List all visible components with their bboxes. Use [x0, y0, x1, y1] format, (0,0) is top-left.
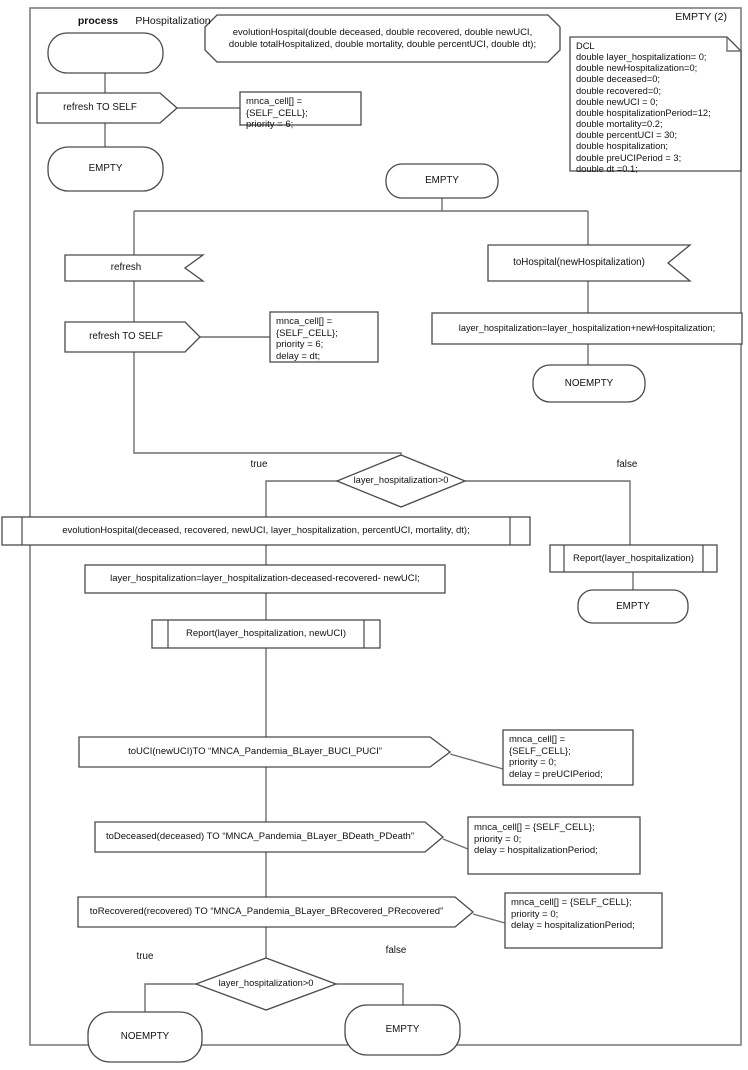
task-subtract-label: layer_hospitalization=layer_hospitalizat… — [110, 573, 420, 585]
dcl-text: DCL double layer_hospitalization= 0; dou… — [576, 41, 711, 174]
send-refresh-self-2-label: refresh TO SELF — [89, 331, 163, 343]
comment-2-text: mnca_cell[] = {SELF_CELL}; priority = 6;… — [276, 316, 338, 362]
receive-refresh-shape — [64, 254, 206, 282]
process-keyword: process — [77, 14, 119, 27]
comment-4-shape — [467, 816, 641, 875]
proc-evolution-shape — [1, 516, 531, 546]
state-empty-false-label: EMPTY — [616, 600, 650, 612]
state-empty-bottom-shape — [344, 1004, 461, 1056]
comment-1-shape — [239, 91, 362, 126]
send-refresh-self-1-shape — [36, 92, 178, 124]
state-empty-main-label: EMPTY — [425, 175, 459, 187]
send-torecovered-shape — [77, 896, 475, 928]
proc-report-layer-label: Report(layer_hospitalization) — [573, 552, 694, 564]
procedure-declaration-shape — [204, 14, 561, 63]
branch-false-2: false — [385, 944, 407, 956]
task-add-shape — [431, 312, 743, 345]
branch-true-1: true — [250, 458, 268, 470]
branch-true-2: true — [136, 950, 154, 962]
state-noempty-bottom-label: NOEMPTY — [120, 1031, 170, 1043]
proc-report-newuci-label: Report(layer_hospitalization, newUCI) — [186, 628, 346, 640]
state-noempty-right-shape — [532, 364, 646, 403]
send-torecovered-label: toRecovered(recovered) TO “MNCA_Pandemia… — [89, 906, 444, 918]
decision-1-label: layer_hospitalization>0 — [353, 475, 449, 486]
send-todeceased-shape — [94, 821, 445, 853]
state-empty-false-shape — [577, 589, 689, 624]
task-subtract-shape — [84, 564, 446, 594]
comment-5-shape — [504, 892, 663, 949]
dcl-note-fold — [726, 37, 741, 52]
decision-1-shape — [335, 454, 467, 508]
state-noempty-right-label: NOEMPTY — [564, 377, 614, 389]
start-state-shape — [47, 32, 164, 74]
send-refresh-self-1-label: refresh TO SELF — [63, 102, 137, 114]
comment-1-text: mnca_cell[] = {SELF_CELL}; priority = 6; — [246, 96, 308, 131]
comment-2-shape — [269, 311, 379, 363]
comment-5-text: mnca_cell[] = {SELF_CELL}; priority = 0;… — [511, 897, 635, 932]
process-name: PHospitalization — [135, 14, 211, 27]
receive-tohospital-label: toHospital(newHospitalization) — [513, 257, 645, 269]
comment-4-text: mnca_cell[] = {SELF_CELL}; priority = 0;… — [474, 822, 598, 857]
decision-2-label: layer_hospitalization>0 — [218, 978, 314, 989]
state-noempty-bottom-shape — [87, 1011, 203, 1063]
state-empty-1-label: EMPTY — [88, 163, 123, 175]
state-empty-main-shape — [385, 163, 499, 199]
receive-tohospital-shape — [487, 244, 692, 282]
send-touci-label: toUCI(newUCI)TO “MNCA_Pandemia_BLayer_BU… — [128, 746, 382, 758]
send-touci-shape — [78, 736, 452, 768]
comment-3-shape — [502, 729, 634, 786]
state-empty-bottom-label: EMPTY — [385, 1024, 420, 1036]
frame-state-label: EMPTY (2) — [675, 10, 727, 23]
declaration-text: evolutionHospital(double deceased, doubl… — [228, 27, 537, 50]
branch-false-1: false — [616, 458, 638, 470]
proc-report-layer-shape — [549, 544, 718, 573]
receive-refresh-label: refresh — [110, 262, 142, 274]
proc-report-newuci-shape — [151, 619, 381, 649]
state-empty-1-shape — [47, 146, 164, 192]
dcl-note-shape — [569, 36, 742, 172]
proc-evolution-label: evolutionHospital(deceased, recovered, n… — [62, 525, 470, 537]
send-refresh-self-2-shape — [64, 321, 201, 353]
comment-3-text: mnca_cell[] = {SELF_CELL}; priority = 0;… — [509, 734, 603, 780]
decision-2-shape — [194, 957, 338, 1011]
task-add-label: layer_hospitalization=layer_hospitalizat… — [458, 322, 716, 333]
send-todeceased-label: toDeceased(deceased) TO “MNCA_Pandemia_B… — [105, 831, 415, 843]
